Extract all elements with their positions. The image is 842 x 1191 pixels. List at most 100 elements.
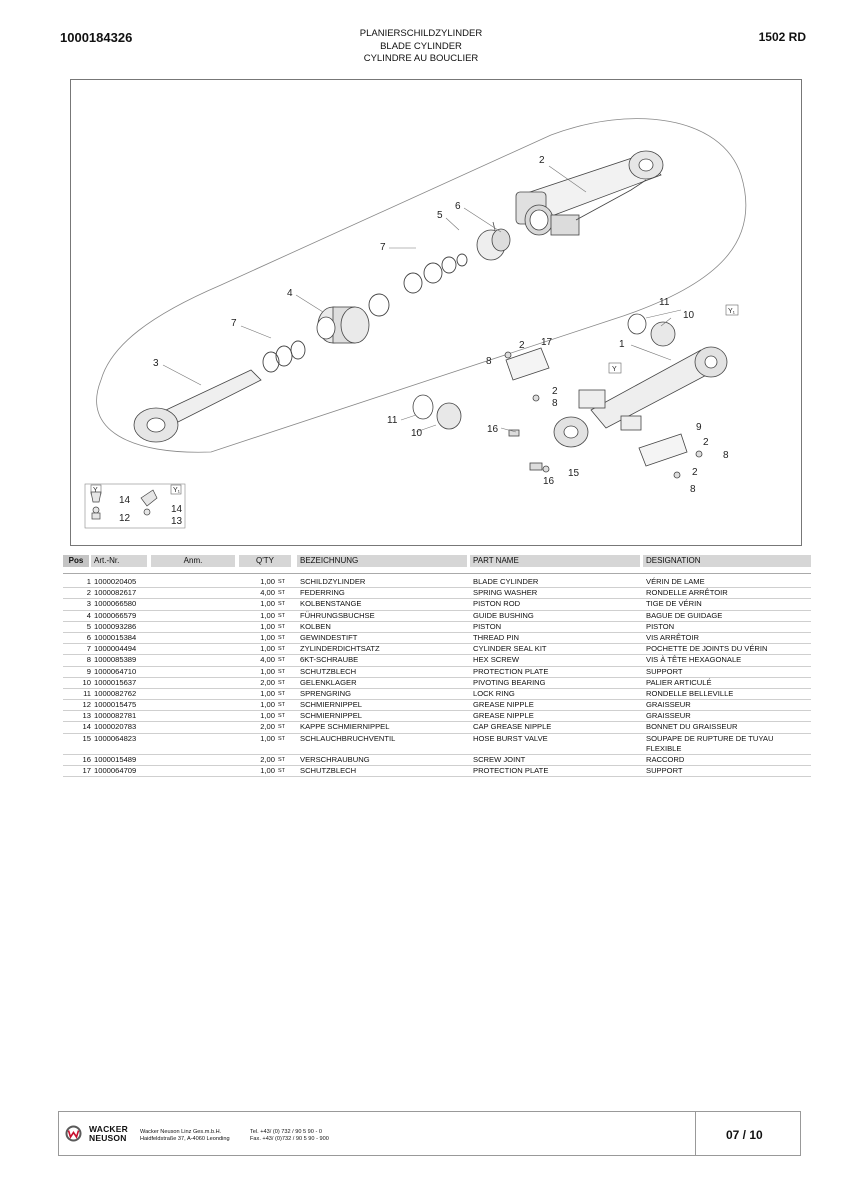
leader-lines	[162, 165, 682, 433]
cell-part-name: LOCK RING	[473, 688, 515, 698]
company-contact: Tel. +43/ (0) 732 / 90 5 90 - 0 Fax. +43…	[250, 1129, 329, 1143]
callout-2: 2	[539, 155, 545, 166]
page-number: 07 / 10	[726, 1128, 763, 1142]
cell-unit: ST	[278, 590, 286, 597]
cell-part-name: THREAD PIN	[473, 632, 519, 642]
cell-part-name: GREASE NIPPLE	[473, 711, 534, 721]
cell-unit: ST	[278, 735, 286, 742]
table-row: 16 1000015489 2,00 ST VERSCHRAUBUNG SCRE…	[63, 755, 811, 767]
cell-unit: ST	[278, 690, 286, 697]
cell-article-number: 1000015489	[94, 755, 137, 765]
cell-article-number: 1000020405	[94, 577, 137, 586]
cell-unit: ST	[278, 713, 286, 720]
bearing-lower-drawing	[412, 394, 462, 430]
cell-bezeichnung: SCHUTZBLECH	[300, 766, 357, 776]
cell-qty: 1,00	[260, 632, 275, 642]
cell-qty: 1,00	[260, 599, 275, 609]
cell-pos: 8	[86, 655, 91, 665]
cell-qty: 1,00	[260, 688, 275, 698]
cell-article-number: 1000064710	[94, 666, 137, 676]
cell-designation: RONDELLE ARRÊTOIR	[646, 588, 728, 598]
title-french: CYLINDRE AU BOUCLIER	[363, 53, 479, 64]
column-header-designation: DESIGNATION	[643, 555, 811, 567]
cylinder-barrel-drawing	[515, 150, 664, 236]
callout-10: 10	[411, 428, 423, 439]
cell-bezeichnung: SCHUTZBLECH	[300, 666, 357, 676]
table-row: 3 1000066580 1,00 ST KOLBENSTANGE PISTON…	[63, 599, 811, 611]
cell-designation: POCHETTE DE JOINTS DU VÉRIN	[646, 644, 768, 654]
cell-unit: ST	[278, 646, 286, 653]
bearing-upper-drawing	[627, 313, 676, 347]
cell-pos: 5	[86, 621, 91, 631]
callout-11: 11	[659, 297, 670, 308]
exploded-view-svg: Y Y₁ Y Y₁ 2 6 5 7 4 7 3 11 10 1 2 17 8 2…	[84, 118, 747, 529]
company-address: Wacker Neuson Linz Ges.m.b.H. Haidfeldst…	[140, 1129, 230, 1143]
cell-article-number: 1000093286	[94, 621, 137, 631]
cell-article-number: 1000066580	[94, 599, 137, 609]
cell-bezeichnung: SCHMIERNIPPEL	[300, 711, 363, 721]
cell-part-name: SCREW JOINT	[473, 755, 526, 765]
cell-designation: GRAISSEUR	[646, 711, 691, 721]
cell-article-number: 1000066579	[94, 610, 137, 620]
callout-7: 7	[231, 318, 237, 329]
cell-bezeichnung: KAPPE SCHMIERNIPPEL	[300, 722, 390, 732]
cell-bezeichnung: KOLBEN	[300, 621, 331, 631]
company-name: Wacker Neuson Linz Ges.m.b.H.	[140, 1129, 222, 1135]
model-number: 1502 RD	[758, 30, 806, 44]
column-header-article: Art.-Nr.	[91, 555, 147, 567]
cell-pos: 14	[82, 722, 91, 732]
cell-qty: 2,00	[260, 677, 275, 687]
wacker-neuson-logo-icon	[65, 1125, 82, 1142]
cell-article-number: 1000064823	[94, 733, 137, 743]
cell-designation: PISTON	[646, 621, 675, 631]
callout-14: 14	[171, 504, 183, 515]
cell-unit: ST	[278, 657, 286, 664]
cell-part-name: PISTON ROD	[473, 599, 521, 609]
cell-part-name: HEX SCREW	[473, 655, 519, 665]
table-row: 5 1000093286 1,00 ST KOLBEN PISTON PISTO…	[63, 622, 811, 633]
callout-2: 2	[519, 340, 525, 351]
piston-rod-drawing	[133, 369, 262, 443]
callout-16: 16	[543, 476, 555, 487]
cell-designation: GRAISSEUR	[646, 700, 691, 710]
table-row: 12 1000015475 1,00 ST SCHMIERNIPPEL GREA…	[63, 700, 811, 712]
table-row: 1 1000020405 1,00 ST SCHILDZYLINDER BLAD…	[63, 577, 811, 589]
cell-qty: 4,00	[260, 588, 275, 598]
protection-plates-drawing	[505, 347, 688, 467]
cell-pos: 4	[86, 610, 91, 620]
cell-qty: 1,00	[260, 766, 275, 776]
table-row: 15 1000064823 1,00 ST SCHLAUCHBRUCHVENTI…	[63, 733, 811, 756]
table-row: 11 1000082762 1,00 ST SPRENGRING LOCK RI…	[63, 688, 811, 701]
column-header-pos: Pos	[63, 555, 89, 567]
cell-part-name: CYLINDER SEAL KIT	[473, 644, 547, 654]
title-english: BLADE CYLINDER	[380, 40, 462, 52]
cell-pos: 12	[82, 700, 91, 710]
callout-2: 2	[692, 467, 698, 478]
cell-pos: 11	[83, 688, 91, 698]
cell-bezeichnung: VERSCHRAUBUNG	[300, 755, 370, 765]
brand-line-1: WACKER	[89, 1124, 128, 1134]
cell-pos: 10	[82, 677, 91, 687]
cell-part-name: PROTECTION PLATE	[473, 666, 549, 676]
cell-article-number: 1000085389	[94, 655, 137, 665]
cell-unit: ST	[278, 768, 286, 775]
cell-part-name: CAP GREASE NIPPLE	[473, 722, 552, 732]
cell-bezeichnung: ZYLINDERDICHTSATZ	[300, 644, 380, 654]
cell-pos: 7	[86, 644, 91, 654]
cell-designation: SUPPORT	[646, 766, 683, 776]
seal-rings-lower-drawing	[262, 340, 306, 373]
cell-designation: SOUPAPE DE RUPTURE DE TUYAU FLEXIBLE	[646, 733, 774, 753]
cell-pos: 17	[82, 766, 91, 776]
cell-qty: 1,00	[260, 577, 275, 586]
cell-designation: BAGUE DE GUIDAGE	[646, 610, 723, 620]
envelope-outline	[96, 118, 747, 453]
cell-qty: 1,00	[260, 610, 275, 620]
company-street: Haidfeldstraße 37, A-4060 Leonding	[140, 1136, 230, 1142]
y-marker-label: Y	[612, 366, 617, 373]
cell-bezeichnung: SPRENGRING	[300, 688, 352, 698]
footer-divider	[695, 1112, 696, 1155]
y-marker-label: Y	[93, 487, 98, 494]
title-german: PLANIERSCHILDZYLINDER	[359, 28, 483, 39]
cell-bezeichnung: 6KT-SCHRAUBE	[300, 655, 359, 665]
table-header-rule	[63, 573, 811, 574]
